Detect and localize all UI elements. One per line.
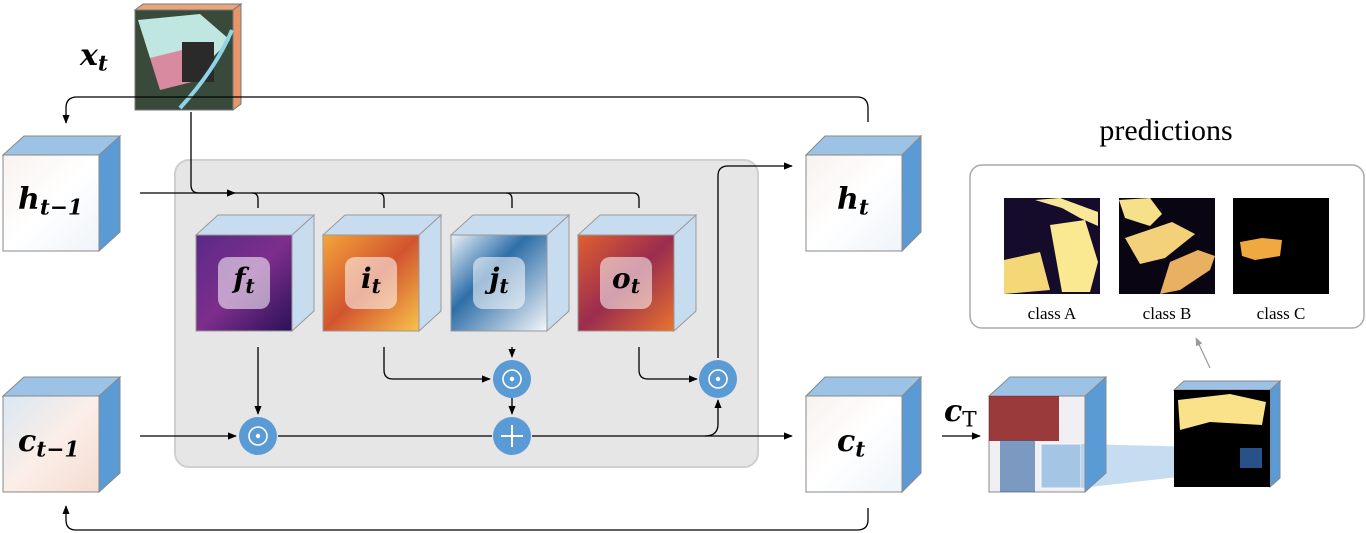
label-h-t-base: h bbox=[837, 182, 859, 217]
label-c-T-sub: T bbox=[962, 407, 977, 433]
c-t-cube bbox=[804, 375, 923, 494]
label-c-t-base: c bbox=[837, 424, 856, 459]
prediction-label-class-b: class B bbox=[1142, 304, 1192, 323]
h-prev-cube bbox=[1, 134, 122, 253]
gate-label-f-base: f bbox=[233, 262, 246, 295]
label-x-t-base: x bbox=[80, 38, 98, 73]
label-c-t: ct bbox=[837, 424, 865, 462]
label-h-prev-sub: t−1 bbox=[39, 195, 83, 221]
gate-label-i-sub: t bbox=[371, 274, 381, 299]
label-c-prev: ct−1 bbox=[18, 424, 79, 462]
gate-label-f: ft bbox=[218, 262, 270, 298]
prediction-cube bbox=[1172, 379, 1282, 489]
gate-f-cube bbox=[194, 213, 316, 333]
label-c-prev-base: c bbox=[18, 424, 37, 459]
mult-operator-o bbox=[699, 360, 737, 398]
add-operator bbox=[493, 417, 531, 455]
label-x-t: xt bbox=[80, 38, 108, 76]
label-h-prev: ht−1 bbox=[18, 182, 83, 220]
prediction-arrow bbox=[1195, 337, 1211, 369]
recurrent-h-path bbox=[62, 96, 869, 124]
label-c-t-sub: t bbox=[855, 437, 866, 463]
recurrent-c-path bbox=[62, 505, 869, 531]
gate-o-cube bbox=[576, 213, 698, 333]
prediction-label-class-a: class A bbox=[1027, 304, 1077, 323]
label-h-prev-base: h bbox=[18, 182, 40, 217]
mult-operator-f bbox=[239, 417, 277, 455]
gate-j-cube bbox=[449, 213, 571, 333]
gate-label-i: it bbox=[345, 262, 397, 298]
label-c-T: cT bbox=[944, 394, 977, 432]
gate-label-j-base: j bbox=[489, 262, 500, 295]
gate-label-i-base: i bbox=[361, 262, 372, 295]
gate-label-j-sub: t bbox=[499, 274, 509, 299]
predictions-title: predictions bbox=[1099, 114, 1233, 147]
label-x-t-sub: t bbox=[97, 51, 108, 77]
gate-i-cube bbox=[321, 213, 443, 333]
connections bbox=[62, 96, 981, 531]
gate-label-f-sub: t bbox=[245, 274, 255, 299]
prediction-class-c-map bbox=[1233, 198, 1329, 294]
h-t-cube bbox=[804, 134, 923, 253]
prediction-class-b-map bbox=[1119, 198, 1215, 294]
label-c-prev-sub: t−1 bbox=[36, 437, 80, 463]
prediction-class-a-map bbox=[1004, 198, 1100, 294]
label-h-t-sub: t bbox=[858, 195, 869, 221]
input-x-t-cube bbox=[133, 3, 243, 111]
gate-label-j: jt bbox=[473, 262, 525, 298]
c-T-cube bbox=[987, 375, 1108, 494]
prediction-label-class-c: class C bbox=[1256, 304, 1306, 323]
label-c-T-base: c bbox=[944, 394, 963, 429]
label-h-t: ht bbox=[837, 182, 869, 220]
c-prev-cube bbox=[1, 375, 122, 494]
gate-label-o: ot bbox=[600, 262, 652, 298]
gate-label-o-sub: t bbox=[630, 274, 640, 299]
mult-operator-ij bbox=[493, 360, 531, 398]
gate-label-o-base: o bbox=[612, 262, 631, 295]
